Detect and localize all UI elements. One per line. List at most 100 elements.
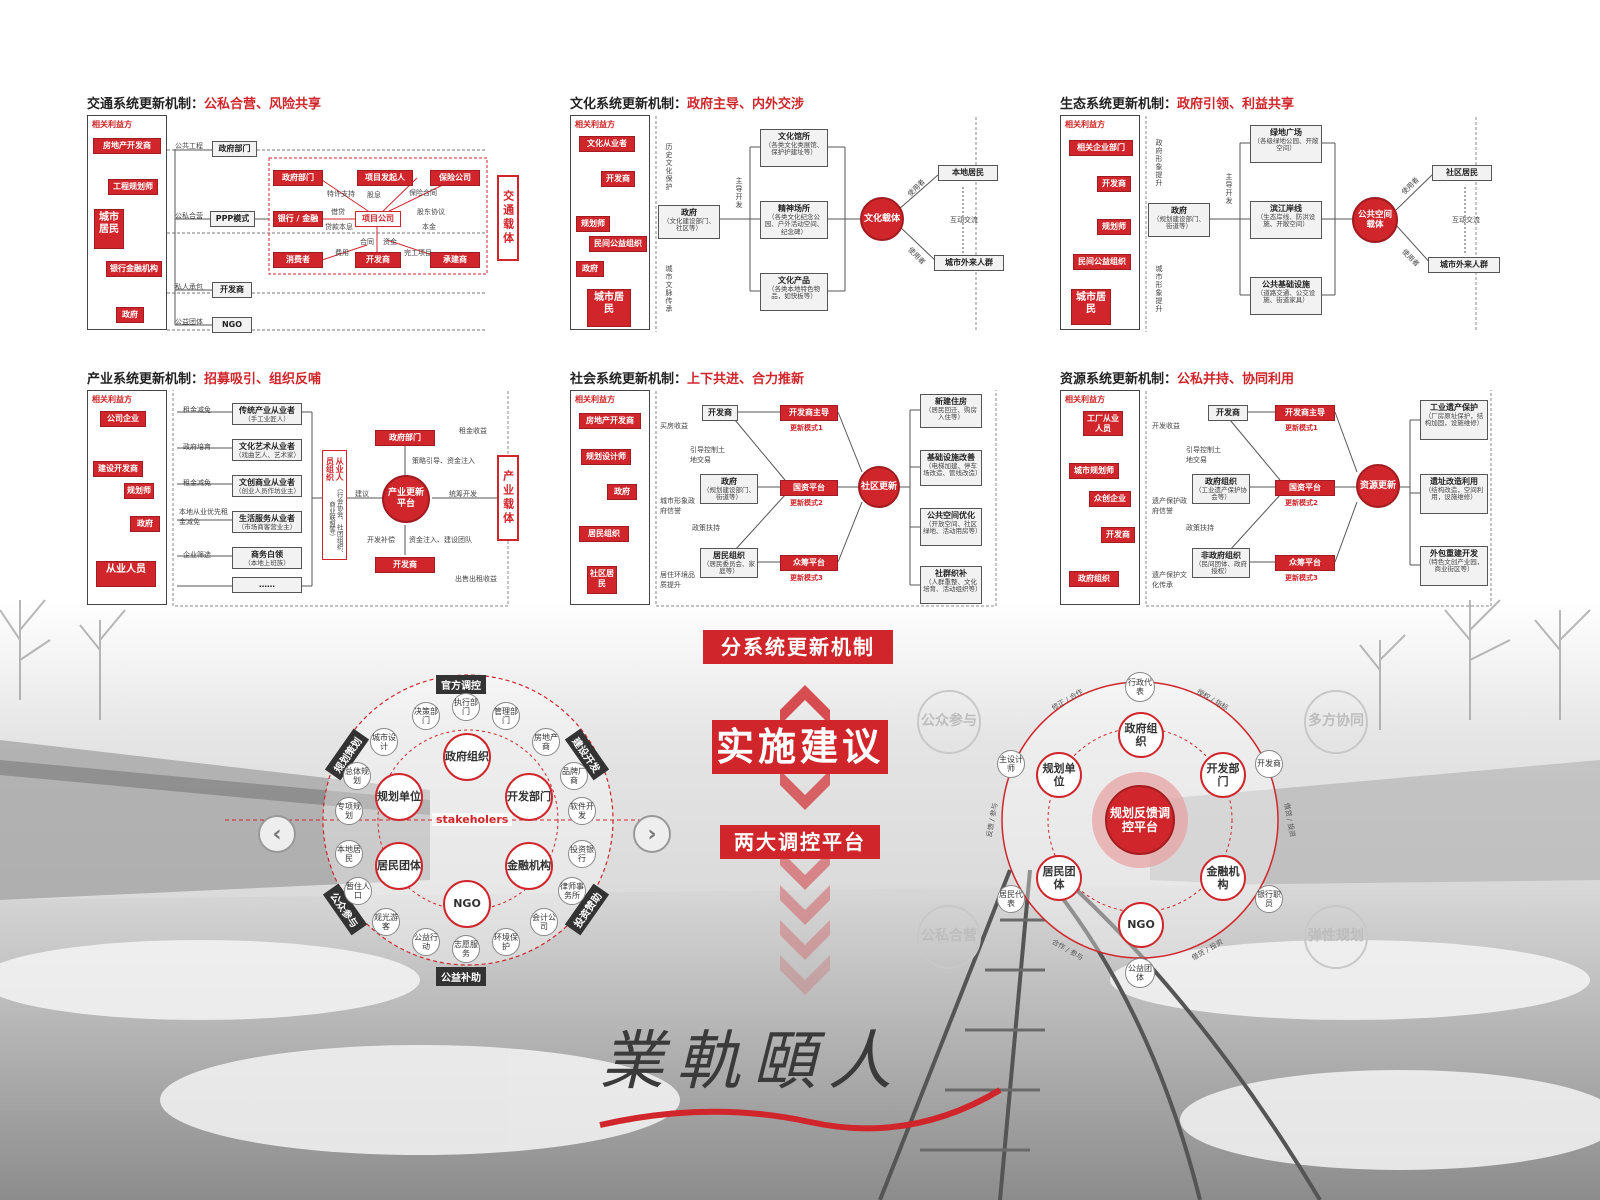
stakeholder-box: 银行金融机构 — [106, 261, 162, 277]
mode-label: 更新模式2 — [790, 499, 823, 507]
stakeholder-box: 公司企业 — [100, 411, 146, 427]
mode-box: 开发商主导 — [1275, 405, 1335, 421]
node-box: 开发商 — [212, 282, 252, 298]
result-box: 工业遗产保护（厂房原址保护，结构加固，设施维修） — [1420, 400, 1488, 440]
stakeholder-box: 开发商 — [601, 171, 635, 187]
panel-title: 生态系统更新机制：政府引领、利益共享 — [1060, 97, 1295, 112]
stakeholder-small: 律师事务所 — [558, 877, 586, 905]
node-box: 开发商 — [1208, 405, 1248, 421]
edge-label: 租金减免 — [183, 479, 211, 487]
stakeholder-small: 软件开发 — [568, 797, 596, 825]
edge-label: 本金 — [422, 223, 436, 231]
node-box: 消费者 — [273, 252, 323, 268]
item-box: 文创商业从业者（创业人员作坊业主） — [232, 475, 302, 497]
stakeholder-column: 相关利益方 文化从业者 开发商 规划师 民间公益组织 政府 城市居民 — [570, 115, 650, 330]
stakeholder-box: 政府 — [576, 261, 604, 277]
stakeholder-box: 政府 — [116, 307, 144, 323]
mode-box: 众筹平台 — [1275, 555, 1335, 571]
stakeholder-header: 相关利益方 — [92, 120, 132, 129]
stakeholder-small: 总体规划 — [343, 762, 371, 790]
ghost-ppp: 公私合营 — [917, 905, 981, 969]
output-box: 本地居民 — [938, 165, 998, 181]
stakeholder-small: 品牌厂商 — [560, 762, 588, 790]
node-box: 政府（规划建设部门、街道等） — [700, 474, 758, 504]
output-box: 城市外来人群 — [1428, 257, 1500, 273]
node-box: 政府组织（工业遗产保护协会等） — [1192, 474, 1250, 504]
mode-box: 众筹平台 — [780, 555, 838, 571]
panel-society: 社会系统更新机制：上下共进、合力推新 相关利益方 房地产开发商 规划设计师 政府… — [570, 372, 1030, 607]
edge-label: 统筹开发 — [449, 490, 477, 498]
output-box: 社区居民 — [1432, 165, 1492, 181]
planning-unit-circle: 规划单位 — [375, 773, 423, 821]
stakeholder-header: 相关利益方 — [92, 395, 132, 404]
item-box: …… — [232, 577, 302, 593]
calligraphy-ribbon — [599, 1087, 1002, 1132]
stakeholder-box: 开发商 — [1101, 527, 1135, 543]
edge-label: 保险合同 — [409, 189, 437, 197]
panel-title: 社会系统更新机制：上下共进、合力推新 — [570, 372, 805, 387]
edge-label: 遗产保护文化传承 — [1152, 571, 1187, 589]
panel-industry: 产业系统更新机制：招募吸引、组织反哺 相关利益方 公司企业 建设开发商 规划师 … — [87, 372, 547, 607]
edge-label: 资金注入、建设团队 — [409, 536, 472, 544]
ghost-multi-party: 多方协同 — [1304, 690, 1368, 754]
item-box: 公共基础设施（道路交通、公交设施、街道家具） — [1250, 277, 1322, 315]
stakeholder-column: 相关利益方 房地产开发商 规划设计师 政府 居民组织 社区居民 — [570, 390, 650, 605]
item-box: 文化艺术从业者（戏曲艺人、艺术家） — [232, 439, 302, 461]
vertical-label: 历史文化保护 — [665, 143, 673, 191]
stakeholder-small: 暂住人口 — [344, 877, 372, 905]
edge-label: 特许支持 — [327, 190, 355, 198]
edge-label: 建议 — [355, 490, 369, 498]
stakeholder-box: 社区居民 — [587, 566, 617, 594]
ngo-circle: NGO — [1118, 902, 1164, 948]
edge-label: 买房收益 — [660, 422, 688, 430]
stakeholder-box: 政府组织 — [1069, 571, 1119, 587]
stakeholder-box: 政府 — [607, 484, 637, 500]
banner-suggestion: 实施建议 — [712, 720, 888, 774]
node-box: 政府部门 — [212, 141, 257, 157]
stakeholder-box: 工程规划师 — [108, 179, 158, 195]
node-box: 政府部门 — [375, 430, 435, 446]
panel-eco: 生态系统更新机制：政府引领、利益共享 相关利益方 相关企业部门 开发商 规划师 … — [1060, 97, 1520, 332]
edge-label: 费用 — [335, 249, 349, 257]
stakeholder-small: 公益团体 — [1125, 958, 1155, 988]
hub-circle: 文化载体 — [860, 197, 904, 241]
stakeholder-box: 相关企业部门 — [1069, 140, 1133, 156]
mode-box: 国资平台 — [1275, 480, 1335, 496]
stakeholder-box: 规划师 — [124, 483, 154, 499]
item-box: 绿地广场（各级绿地公园、开敞空间） — [1250, 125, 1322, 163]
output-box: 城市外来人群 — [934, 255, 1004, 271]
mode-label: 更新模式3 — [790, 574, 823, 582]
panel-title: 产业系统更新机制：招募吸引、组织反哺 — [87, 372, 322, 387]
next-arrow-icon[interactable]: › — [633, 815, 671, 853]
stakeholder-small: 执行部门 — [452, 693, 480, 721]
carrier-box: 产业载体 — [497, 455, 519, 541]
item-box: 滨江岸线（生态岸线、防洪设施、开敞空间） — [1250, 201, 1322, 239]
tag-official: 官方调控 — [436, 675, 486, 694]
node-box: NGO — [212, 317, 252, 333]
edge-label: 居住环境品质提升 — [660, 571, 695, 589]
edge-label: 开发补偿 — [367, 536, 395, 544]
stakeholder-header: 相关利益方 — [1065, 395, 1105, 404]
finance-circle: 金融机构 — [505, 842, 553, 890]
panel-title: 交通系统更新机制：公私合营、风险共享 — [87, 97, 322, 112]
chevron-arrows — [780, 685, 830, 995]
stakeholder-box: 城市居民 — [94, 209, 124, 249]
stakeholder-small: 专项规划 — [335, 797, 363, 825]
node-box: 银行 / 金融 — [273, 211, 323, 227]
item-box: 生活服务从业者（市场商客营业主） — [232, 511, 302, 533]
result-box: 基础设施改善（电梯加建、停车场改造、管线改造） — [920, 450, 982, 486]
stakeholder-box: 居民组织 — [579, 526, 629, 542]
banner-subsystem: 分系统更新机制 — [703, 630, 893, 664]
edge-label: 股东协议 — [417, 208, 445, 216]
edge-label: 城市形象政府信誉 — [660, 497, 695, 515]
mode-box: 开发商主导 — [780, 405, 838, 421]
stakeholder-box: 工厂从业人员 — [1083, 411, 1123, 437]
stakeholder-small: 行政代表 — [1125, 672, 1155, 702]
stakeholder-box: 众创企业 — [1089, 491, 1131, 507]
node-box: 承建商 — [430, 252, 480, 268]
stakeholder-box: 规划师 — [1097, 219, 1131, 235]
prev-arrow-icon[interactable]: ‹ — [258, 815, 296, 853]
vertical-label: 城市形象提升 — [1155, 265, 1163, 313]
panel-traffic: 交通系统更新机制：公私合营、风险共享 相关利益方 房地产开发商 工程规划师 城市… — [87, 97, 547, 333]
stakeholder-column: 相关利益方 工厂从业人员 城市规划师 众创企业 开发商 政府组织 — [1060, 390, 1140, 605]
